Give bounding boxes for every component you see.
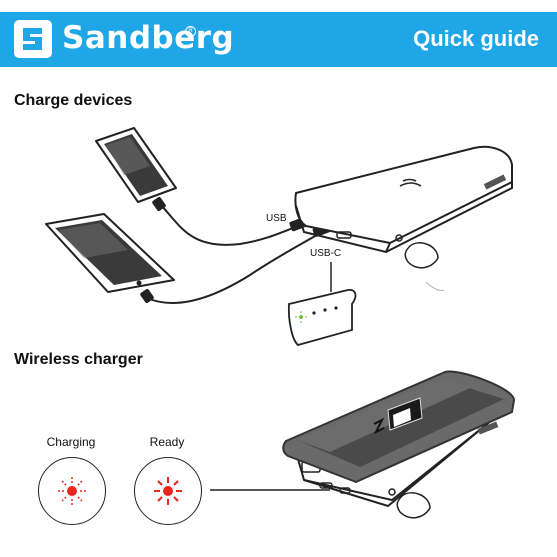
- usb-port-label: USB: [266, 213, 287, 224]
- smartphone-icon: [95, 127, 177, 203]
- section-title-wireless: Wireless charger: [14, 351, 143, 368]
- page-title: Quick guide: [413, 26, 539, 51]
- phone-on-charger-icon: [282, 370, 515, 483]
- registered-mark: R: [185, 26, 196, 37]
- section-title-charge: Charge devices: [14, 92, 133, 109]
- powerbank-icon: [294, 145, 513, 254]
- charging-cables: [146, 203, 323, 305]
- led-indicator-icon: [295, 306, 338, 323]
- steady-led-icon: [154, 477, 182, 505]
- sandberg-logo-icon: [14, 20, 52, 58]
- tablet-icon: [45, 213, 175, 293]
- led-label-charging: Charging: [46, 435, 96, 449]
- blinking-led-icon: [58, 477, 86, 505]
- usbc-port-label: USB-C: [310, 248, 342, 259]
- led-label-ready: Ready: [149, 435, 185, 449]
- charging-led-indicator: [38, 457, 106, 525]
- header-bar: Sandberg R Quick guide: [0, 12, 557, 67]
- brand-name: Sandberg: [62, 20, 235, 56]
- ready-led-indicator: [134, 457, 202, 525]
